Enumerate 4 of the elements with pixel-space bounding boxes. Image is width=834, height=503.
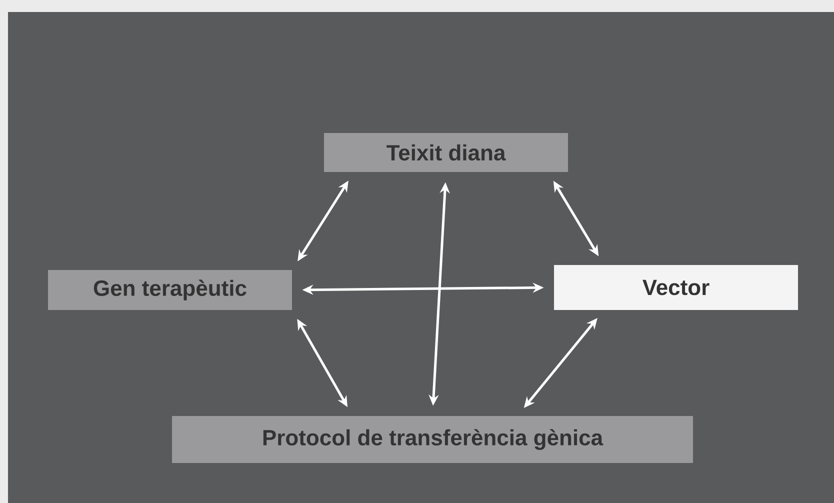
- label-box: Gen terapèutic: [48, 270, 292, 310]
- label-box: Protocol de transferència gènica: [172, 416, 693, 463]
- label-box: Teixit diana: [324, 133, 568, 172]
- label-box: Vector: [554, 265, 798, 310]
